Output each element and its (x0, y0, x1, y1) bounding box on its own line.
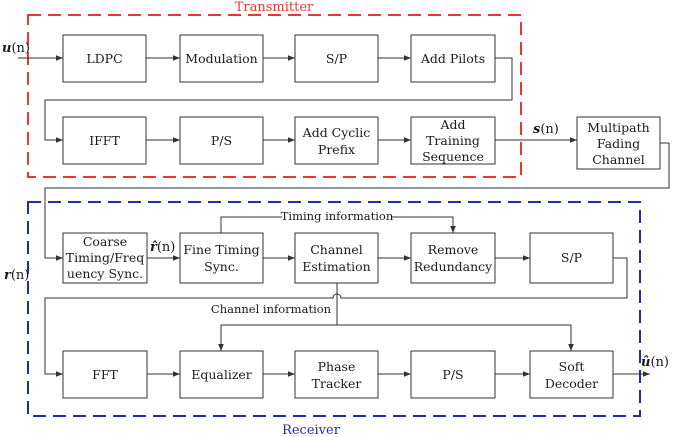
equalizer-block: Equalizer (179, 350, 264, 399)
ifft-block: IFFT (62, 116, 147, 165)
phase-tracker-block: Phase Tracker (294, 350, 379, 399)
fine-timing-sync-block: Fine Timing Sync. (179, 232, 264, 284)
remove-redundancy-label-line2: Redundancy (414, 259, 493, 274)
add-cyclic-prefix-label-line2: Prefix (318, 142, 355, 157)
rx-sync-signal-symbol: r̂ (150, 240, 158, 255)
channel-label-line3: Channel (592, 152, 645, 167)
soft-decoder-label-line2: Decoder (545, 376, 598, 391)
input-signal-arg: (n) (11, 41, 30, 56)
add-pilots-block: Add Pilots (410, 34, 496, 83)
coarse-sync-label-line1: Coarse (83, 234, 127, 249)
output-signal-arg: (n) (650, 355, 669, 370)
arrow-channel-information-decoder (221, 324, 574, 351)
rx-sync-signal-arg: (n) (157, 240, 176, 255)
arrow-channel-information (218, 283, 338, 351)
fft-label: FFT (92, 367, 118, 382)
input-signal-symbol: u (2, 41, 11, 56)
tx-output-signal-label: s(n) (533, 122, 559, 137)
arrow-channel-receiver (44, 142, 670, 261)
ldpc-block: LDPC (62, 34, 147, 83)
fine-timing-sync-label-line1: Fine Timing (183, 242, 259, 257)
input-signal-label: u(n) (2, 41, 30, 56)
rx-sync-signal-label: r̂(n) (150, 240, 175, 255)
soft-decoder-label-line1: Soft (559, 359, 585, 374)
sp-block: S/P (294, 34, 379, 83)
ldpc-label: LDPC (86, 51, 122, 66)
rx-sp-label: S/P (561, 250, 582, 265)
ps-block: P/S (179, 116, 264, 165)
add-training-sequence-block: Add Training Sequence (410, 116, 496, 165)
transmitter-title: Transmitter (235, 0, 314, 15)
channel-information-label: Channel information (211, 302, 332, 316)
remove-redundancy-label-line1: Remove (428, 242, 479, 257)
remove-redundancy-block: Remove Redundancy (410, 232, 496, 284)
fft-block: FFT (62, 350, 148, 399)
arrow-pilots-ifft (44, 57, 513, 143)
channel-estimation-label-line1: Channel (310, 242, 363, 257)
fine-timing-sync-label-line2: Sync. (204, 259, 239, 274)
channel-estimation-block: Channel Estimation (294, 232, 379, 284)
phase-tracker-label-line2: Tracker (312, 376, 362, 391)
coarse-sync-block: Coarse Timing/Freq uency Sync. (62, 232, 148, 284)
phase-tracker-label-line1: Phase (318, 359, 356, 374)
sp-label: S/P (326, 51, 347, 66)
coarse-sync-label-line3: uency Sync. (67, 266, 143, 281)
coarse-sync-label-line2: Timing/Freq (66, 250, 145, 265)
soft-decoder-block: Soft Decoder (529, 350, 614, 399)
rx-input-signal-arg: (n) (11, 268, 30, 283)
rx-ps-label: P/S (442, 367, 463, 382)
transmitter-frame (27, 14, 522, 178)
add-training-sequence-label-line1: Add (439, 117, 465, 132)
receiver-frame (27, 201, 641, 417)
timing-information-label: Timing information (281, 209, 394, 223)
tx-output-signal-arg: (n) (540, 122, 559, 137)
ifft-label: IFFT (89, 133, 120, 148)
channel-label-line1: Multipath (587, 120, 649, 135)
receiver-title: Receiver (282, 423, 341, 437)
rx-ps-block: P/S (410, 350, 496, 399)
channel-estimation-label-line2: Estimation (302, 259, 370, 274)
tx-output-signal-symbol: s (533, 122, 541, 137)
add-cyclic-prefix-label-line1: Add Cyclic (302, 125, 371, 140)
add-pilots-label: Add Pilots (420, 51, 485, 66)
add-cyclic-prefix-block: Add Cyclic Prefix (294, 116, 379, 165)
modulation-label: Modulation (185, 51, 257, 66)
output-signal-symbol: û (641, 355, 650, 370)
add-training-sequence-label-line2: Training (426, 133, 480, 148)
rx-sp-block: S/P (529, 232, 614, 284)
multipath-fading-channel-block: Multipath Fading Channel (576, 116, 661, 170)
modulation-block: Modulation (179, 34, 264, 83)
channel-label-line2: Fading (597, 136, 640, 151)
ps-label: P/S (211, 133, 232, 148)
equalizer-label: Equalizer (191, 367, 252, 382)
add-training-sequence-label-line3: Sequence (422, 149, 484, 164)
rx-input-signal-symbol: r (4, 268, 12, 283)
output-signal-label: û(n) (641, 355, 669, 370)
rx-input-signal-label: r(n) (4, 268, 29, 283)
